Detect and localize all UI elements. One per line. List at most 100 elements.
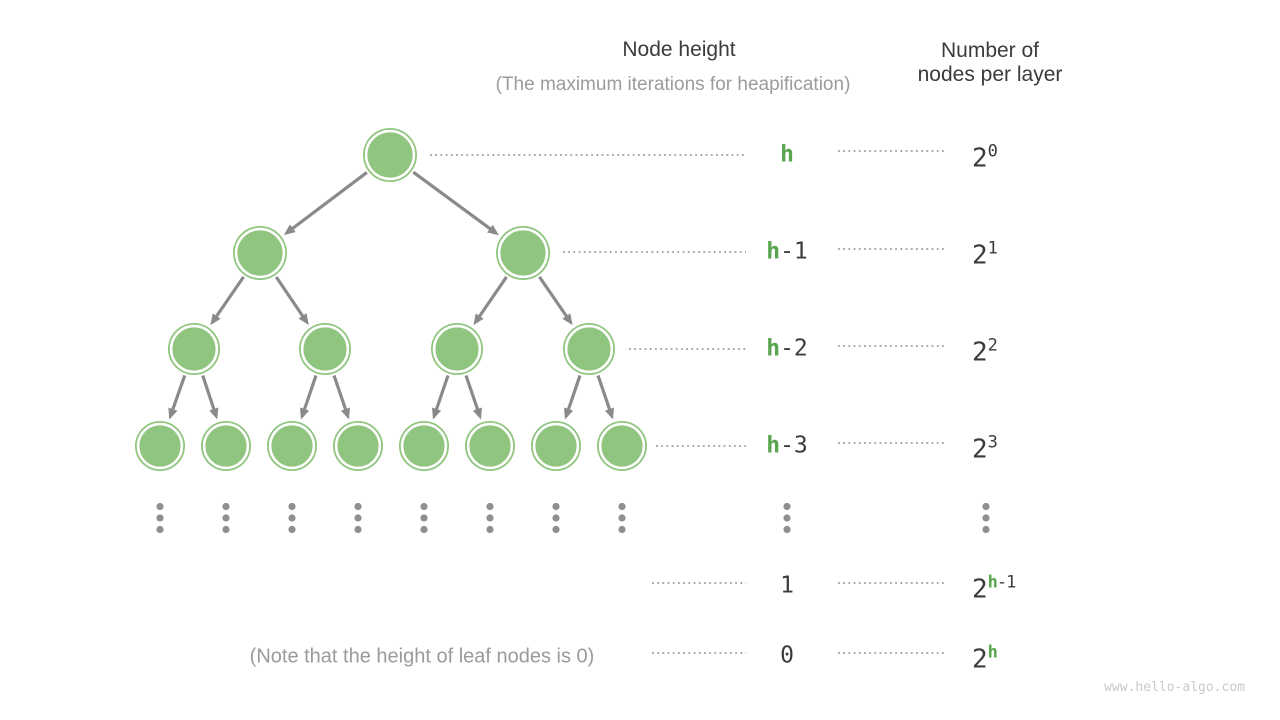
- height-label-part: -1: [780, 238, 808, 265]
- count-label: 22: [972, 334, 998, 366]
- tree-node-ring: [202, 422, 250, 470]
- count-label: 20: [972, 140, 998, 174]
- ellipsis-dot: [552, 514, 560, 522]
- tree-node: [267, 421, 317, 471]
- ellipsis-dot: [156, 514, 164, 522]
- edge-arrowhead: [564, 407, 574, 420]
- height-label: 1: [780, 572, 794, 599]
- ellipsis-dot: [618, 514, 626, 522]
- edge-arrowhead: [340, 407, 350, 420]
- edge-arrowhead: [283, 224, 296, 235]
- count-exponent-part: 0: [987, 141, 998, 162]
- ellipsis-dot: [222, 502, 230, 511]
- tree-node-ring: [400, 422, 448, 470]
- ellipsis-dot: [288, 525, 296, 534]
- count-base: 2: [972, 143, 988, 174]
- ellipsis-dot: [354, 525, 362, 534]
- tree-node: [363, 128, 417, 182]
- height-label: h-2: [766, 337, 808, 361]
- height-label-part: 1: [780, 572, 794, 599]
- ellipsis-dot: [486, 514, 494, 522]
- nodes-per-layer-title-line1: Number of: [940, 39, 1040, 62]
- edge-arrowhead: [487, 224, 499, 236]
- height-label: h-1: [766, 238, 808, 265]
- watermark: www.hello-algo.com: [1104, 680, 1245, 695]
- ellipsis-dot: [783, 502, 791, 511]
- count-exponent-part: 2: [987, 335, 998, 356]
- edge-line: [332, 374, 348, 413]
- edge-line: [476, 275, 508, 320]
- edge-line: [434, 374, 450, 413]
- edge-line: [289, 171, 368, 232]
- height-label-part: h: [766, 432, 781, 459]
- tree-node-ring: [169, 324, 219, 374]
- count-exponent-part: -1: [996, 572, 1017, 593]
- count-label: 2h-1: [972, 571, 1017, 603]
- tree-node: [431, 323, 483, 375]
- tree-node: [201, 421, 251, 471]
- edge-line: [170, 374, 187, 413]
- height-label: h: [780, 141, 794, 168]
- count-exponent-part: h: [987, 572, 998, 593]
- tree-node-ring: [598, 422, 646, 470]
- ellipsis-dot: [354, 514, 362, 522]
- ellipsis-dot: [783, 525, 791, 534]
- tree-node-ring: [432, 324, 482, 374]
- edge-line: [201, 375, 217, 413]
- height-label-part: -3: [780, 432, 808, 459]
- height-label-part: h: [766, 238, 781, 265]
- tree-node: [333, 421, 383, 471]
- ellipsis-dot: [618, 502, 626, 511]
- edge-line: [213, 275, 245, 320]
- ellipsis-dot: [783, 514, 791, 522]
- count-exponent-part: h: [987, 642, 998, 663]
- ellipsis-dot: [552, 525, 560, 534]
- edge-line: [538, 275, 570, 320]
- node-height-title: Node height: [622, 38, 736, 61]
- ellipsis-dot: [486, 502, 494, 511]
- tree-node: [563, 323, 615, 375]
- height-label-part: h: [780, 141, 794, 168]
- ellipsis-dot: [354, 502, 362, 511]
- tree-node-ring: [300, 324, 350, 374]
- edge-line: [302, 374, 318, 413]
- edge-arrowhead: [432, 407, 442, 420]
- ellipsis-dot: [156, 502, 164, 511]
- count-label: 2h: [972, 641, 998, 673]
- tree-node-ring: [136, 422, 184, 470]
- count-label: 23: [972, 431, 998, 463]
- edge-arrowhead: [473, 313, 484, 326]
- edge-arrowhead: [209, 407, 219, 420]
- count-exponent: h: [987, 642, 998, 663]
- count-exponent-part: 1: [987, 238, 998, 259]
- edge-arrowhead: [168, 407, 178, 420]
- tree-node: [496, 226, 550, 280]
- edge-line: [596, 374, 612, 413]
- edge-line: [566, 374, 582, 413]
- tree-node: [299, 323, 351, 375]
- count-exponent: 3: [987, 432, 998, 453]
- nodes-per-layer-title-line2: nodes per layer: [917, 63, 1063, 86]
- edge-arrowhead: [298, 313, 309, 325]
- ellipsis-dot: [486, 525, 494, 534]
- tree-node-ring: [564, 324, 614, 374]
- edge-arrowhead: [210, 313, 221, 326]
- tree-node-ring: [497, 227, 549, 279]
- height-label: 0: [780, 644, 794, 668]
- ellipsis-dot: [420, 525, 428, 534]
- tree-node: [233, 226, 287, 280]
- leaf-note: (Note that the height of leaf nodes is 0…: [249, 645, 595, 668]
- edge-line: [274, 276, 306, 320]
- edge-line: [412, 170, 494, 232]
- ellipsis-dot: [156, 525, 164, 534]
- count-exponent-part: 3: [987, 432, 998, 453]
- count-exponent: 0: [987, 141, 998, 162]
- tree-node: [465, 421, 515, 471]
- ellipsis-dot: [288, 514, 296, 522]
- count-label: 21: [972, 237, 998, 269]
- edge-arrowhead: [300, 407, 310, 420]
- ellipsis-dot: [982, 525, 990, 534]
- tree-node-ring: [334, 422, 382, 470]
- tree-node: [597, 421, 647, 471]
